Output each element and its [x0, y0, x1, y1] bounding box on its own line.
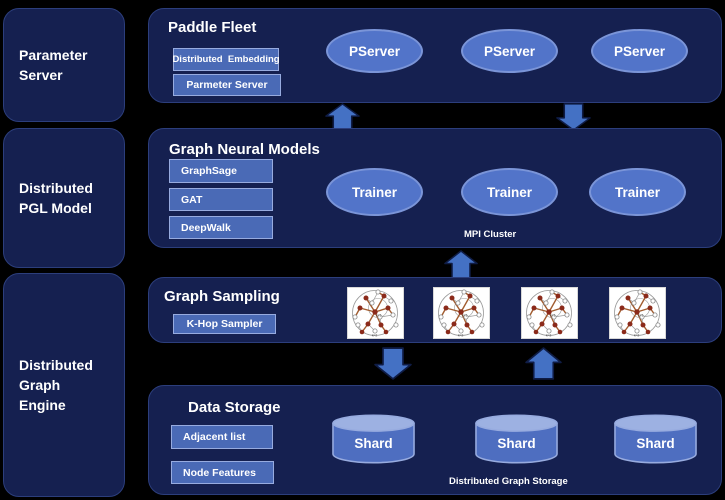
module-k-hop-sampler: K-Hop Sampler: [173, 314, 276, 334]
shard-label: Shard: [354, 436, 393, 451]
shard-cylinder: Shard: [613, 413, 698, 465]
svg-text:k=1: k=1: [550, 314, 555, 318]
module-graphsage: GraphSage: [169, 159, 273, 183]
pserver-node: PServer: [326, 29, 423, 73]
arrow-up-icon: [444, 250, 478, 279]
distributed-graph-storage-caption: Distributed Graph Storage: [449, 476, 568, 487]
graph-sample-icon: k=1 k=2: [347, 287, 404, 339]
trainer-node: Trainer: [461, 168, 558, 216]
band-graph-sampling: Graph Sampling K-Hop Sampler: [148, 277, 722, 343]
shard-cylinder: Shard: [474, 413, 559, 465]
graph-sample-icon: k=1 k=2: [433, 287, 490, 339]
module-parmeter-server: Parmeter Server: [173, 74, 281, 96]
band-title: Graph Sampling: [164, 288, 280, 305]
trainer-node: Trainer: [589, 168, 686, 216]
module-node-features: Node Features: [171, 461, 274, 484]
pserver-node: PServer: [591, 29, 688, 73]
shard-label: Shard: [497, 436, 536, 451]
band-graph-neural-models: Graph Neural Models GraphSage GAT DeepWa…: [148, 128, 722, 248]
graph-sample-icon: k=1 k=2: [609, 287, 666, 339]
shard-cylinder: Shard: [331, 413, 416, 465]
svg-text:k=2: k=2: [634, 334, 639, 338]
layer-label-text: Distributed Graph Engine: [19, 357, 93, 413]
svg-text:k=1: k=1: [376, 314, 381, 318]
pserver-node: PServer: [461, 29, 558, 73]
arrow-down-icon: [556, 103, 591, 131]
arrow-up-icon: [525, 347, 562, 380]
svg-text:k=2: k=2: [372, 334, 377, 338]
svg-text:k=1: k=1: [638, 314, 643, 318]
layer-label-distributed-graph-engine: Distributed Graph Engine: [3, 273, 125, 497]
band-title: Graph Neural Models: [169, 141, 320, 158]
band-paddle-fleet: Paddle Fleet Distributed Embedding Parme…: [148, 8, 722, 103]
module-adjacent-list: Adjacent list: [171, 425, 273, 449]
band-title: Data Storage: [188, 399, 281, 416]
trainer-node: Trainer: [326, 168, 423, 216]
svg-text:k=2: k=2: [458, 334, 463, 338]
band-data-storage: Data Storage Adjacent list Node Features…: [148, 385, 722, 495]
svg-text:k=1: k=1: [462, 314, 467, 318]
module-distributed-embedding: Distributed Embedding: [172, 48, 280, 71]
layer-label-text: Parameter Server: [19, 47, 88, 83]
band-title: Paddle Fleet: [168, 19, 257, 36]
arrow-up-icon: [325, 103, 360, 131]
layer-label-text: Distributed PGL Model: [19, 180, 93, 216]
svg-text:k=2: k=2: [546, 334, 551, 338]
module-deepwalk: DeepWalk: [169, 216, 273, 239]
layer-label-distributed-pgl-model: Distributed PGL Model: [3, 128, 125, 268]
module-gat: GAT: [169, 188, 273, 211]
graph-sample-icon: k=1 k=2: [521, 287, 578, 339]
mpi-cluster-caption: MPI Cluster: [464, 229, 517, 240]
shard-label: Shard: [636, 436, 675, 451]
database-icon: [474, 413, 559, 465]
layer-label-parameter-server: Parameter Server: [3, 8, 125, 122]
arrow-down-icon: [374, 347, 412, 380]
database-icon: [331, 413, 416, 465]
database-icon: [613, 413, 698, 465]
